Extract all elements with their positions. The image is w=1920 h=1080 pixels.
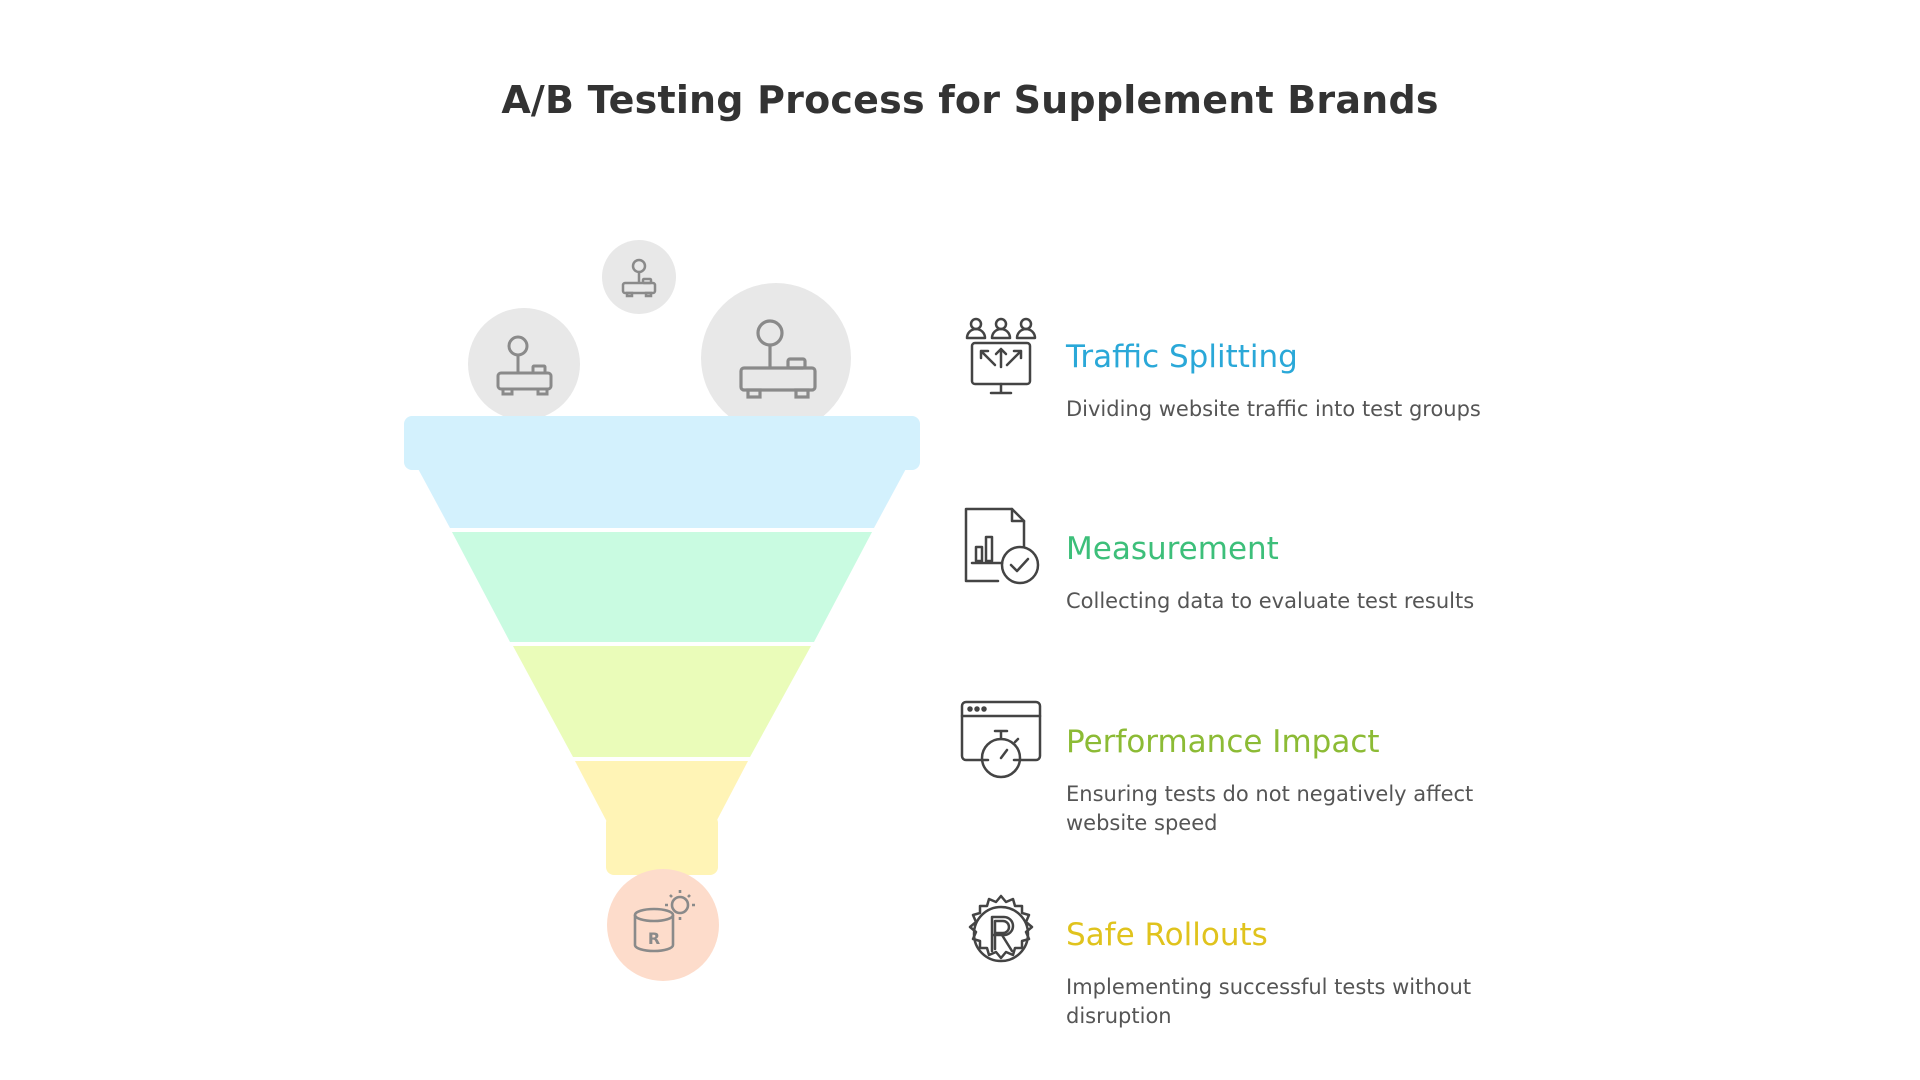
large-circle bbox=[701, 283, 851, 433]
stage-title: Safe Rollouts bbox=[1066, 917, 1268, 953]
stage-title: Measurement bbox=[1066, 531, 1279, 567]
stage-description: Ensuring tests do not negatively affect … bbox=[1066, 782, 1474, 835]
svg-text:R: R bbox=[648, 929, 660, 948]
funnel-band-3 bbox=[513, 646, 811, 757]
stage-title: Performance Impact bbox=[1066, 724, 1380, 760]
database-gear-icon bbox=[633, 890, 695, 953]
joystick-icon bbox=[496, 335, 553, 396]
small-circle bbox=[602, 240, 676, 314]
people-split-monitor-icon bbox=[960, 315, 1042, 397]
output-circle: R bbox=[607, 869, 719, 981]
stage-description: Implementing successful tests without di… bbox=[1066, 975, 1472, 1028]
registered-gear-icon bbox=[960, 893, 1042, 975]
funnel-band-1 bbox=[404, 416, 920, 528]
stage-description: Dividing website traffic into test group… bbox=[1066, 397, 1481, 421]
joystick-icon bbox=[739, 319, 817, 399]
funnel-band-4 bbox=[575, 761, 748, 875]
browser-stopwatch-icon bbox=[960, 700, 1042, 782]
medium-circle bbox=[468, 308, 580, 420]
page-title: A/B Testing Process for Supplement Brand… bbox=[501, 78, 1439, 122]
stage-title: Traffic Splitting bbox=[1066, 339, 1298, 375]
stage-description: Collecting data to evaluate test results bbox=[1066, 589, 1475, 613]
joystick-icon bbox=[621, 258, 657, 298]
funnel-band-2 bbox=[452, 532, 872, 642]
chart-document-check-icon bbox=[960, 507, 1042, 589]
